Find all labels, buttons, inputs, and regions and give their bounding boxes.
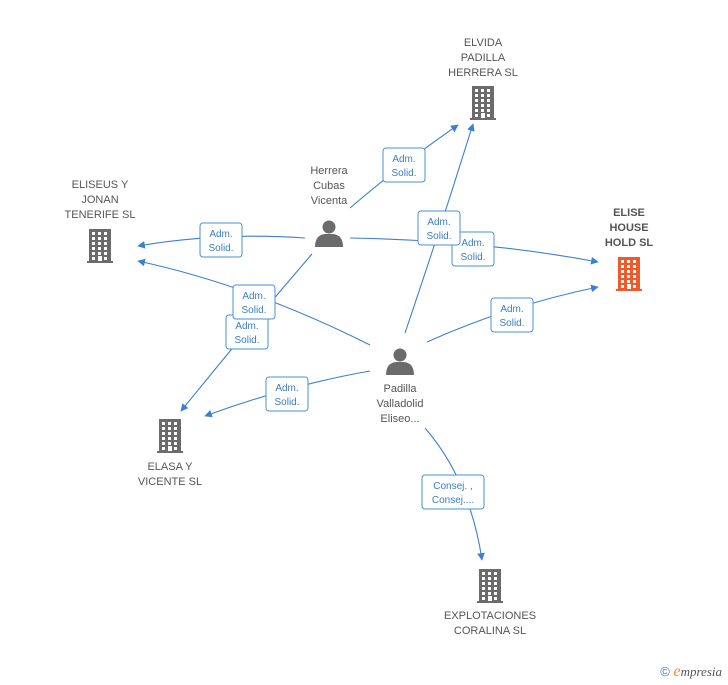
edge-role-label[interactable]: Adm. Solid. — [265, 376, 309, 412]
node-label-line: ELASA Y — [147, 461, 193, 473]
node-label-line: ELISE — [613, 207, 645, 219]
node-explotaciones[interactable]: EXPLOTACIONES CORALINA SL — [444, 569, 536, 637]
node-label-line: CORALINA SL — [454, 625, 526, 637]
edge-label-text: Adm. — [427, 217, 450, 228]
node-label-line: EXPLOTACIONES — [444, 610, 536, 622]
edge-label-text: Adm. — [275, 383, 298, 394]
node-label-line: ELVIDA — [464, 37, 503, 49]
node-label-line: Valladolid — [377, 398, 424, 410]
node-label-line: HOLD SL — [605, 237, 654, 249]
edge-label-text: Solid. — [391, 168, 416, 179]
copyright-symbol: © — [660, 664, 670, 679]
edge-label-text: Solid. — [426, 231, 451, 242]
node-elvida[interactable]: ELVIDA PADILLA HERRERA SL — [448, 37, 518, 120]
edge-label-box — [417, 210, 461, 246]
edge-role-label[interactable]: Adm. Solid. — [417, 210, 461, 246]
edge-label-box — [490, 297, 534, 333]
node-label-line: Herrera — [310, 165, 348, 177]
edge-role-label[interactable]: Adm. Solid. — [490, 297, 534, 333]
node-label-line: Vicenta — [311, 195, 348, 207]
node-label-line: TENERIFE SL — [65, 209, 136, 221]
node-elasa[interactable]: ELASA Y VICENTE SL — [138, 419, 202, 488]
node-label-line: Padilla — [383, 383, 417, 395]
building-icon — [87, 229, 113, 263]
brand-logo-text: mpresia — [680, 664, 722, 679]
edge-label-text: Solid. — [499, 318, 524, 329]
edge-label-box — [232, 284, 276, 320]
edge-label-text: Adm. — [500, 304, 523, 315]
edge-label-text: Adm. — [209, 229, 232, 240]
edge-role-label[interactable]: Adm. Solid. — [199, 222, 243, 258]
person-icon — [386, 348, 414, 375]
building-icon — [157, 419, 183, 453]
edge-label-box — [382, 147, 426, 183]
node-label-line: ELISEUS Y — [72, 179, 129, 191]
building-icon — [470, 86, 496, 120]
edge-label-text: Solid. — [460, 252, 485, 263]
node-eliseus[interactable]: ELISEUS Y JONAN TENERIFE SL — [65, 179, 136, 263]
node-label-line: VICENTE SL — [138, 476, 202, 488]
edge-label-text: Consej. , — [433, 481, 472, 492]
node-label-line: HOUSE — [609, 222, 648, 234]
empresia-brand: © empresia — [660, 663, 722, 681]
edge-label-text: Solid. — [234, 335, 259, 346]
edge-label-box — [451, 231, 495, 267]
edge-role-label[interactable]: Adm. Solid. — [382, 147, 426, 183]
edge-label-text: Solid. — [241, 305, 266, 316]
person-icon — [315, 220, 343, 247]
edge-role-label[interactable]: Adm. Solid. — [225, 314, 269, 350]
edge-label-box — [265, 376, 309, 412]
edge-label-text: Adm. — [392, 154, 415, 165]
node-elise[interactable]: ELISE HOUSE HOLD SL — [605, 207, 654, 291]
edge-role-label[interactable]: Consej. , Consej.... — [421, 474, 485, 510]
node-label-line: HERRERA SL — [448, 67, 518, 79]
node-label-line: Eliseo... — [380, 413, 419, 425]
edge-label-text: Adm. — [242, 291, 265, 302]
edge-label-text: Solid. — [274, 397, 299, 408]
node-label-line: PADILLA — [461, 52, 506, 64]
edge-role-label[interactable]: Adm. Solid. — [451, 231, 495, 267]
edge-label-box — [199, 222, 243, 258]
building-icon — [477, 569, 503, 603]
edge-role-label[interactable]: Adm. Solid. — [232, 284, 276, 320]
edge-label-text: Consej.... — [432, 495, 474, 506]
building-icon — [616, 257, 642, 291]
node-padilla[interactable]: PadillaValladolidEliseo... — [377, 348, 424, 426]
node-label-line: Cubas — [313, 180, 345, 192]
brand-logo-initial: e — [673, 663, 681, 680]
edge-label-text: Adm. — [235, 321, 258, 332]
edge-label-text: Solid. — [208, 243, 233, 254]
edge-label-box — [421, 474, 485, 510]
node-label-line: JONAN — [81, 194, 118, 206]
edge-label-text: Adm. — [461, 238, 484, 249]
